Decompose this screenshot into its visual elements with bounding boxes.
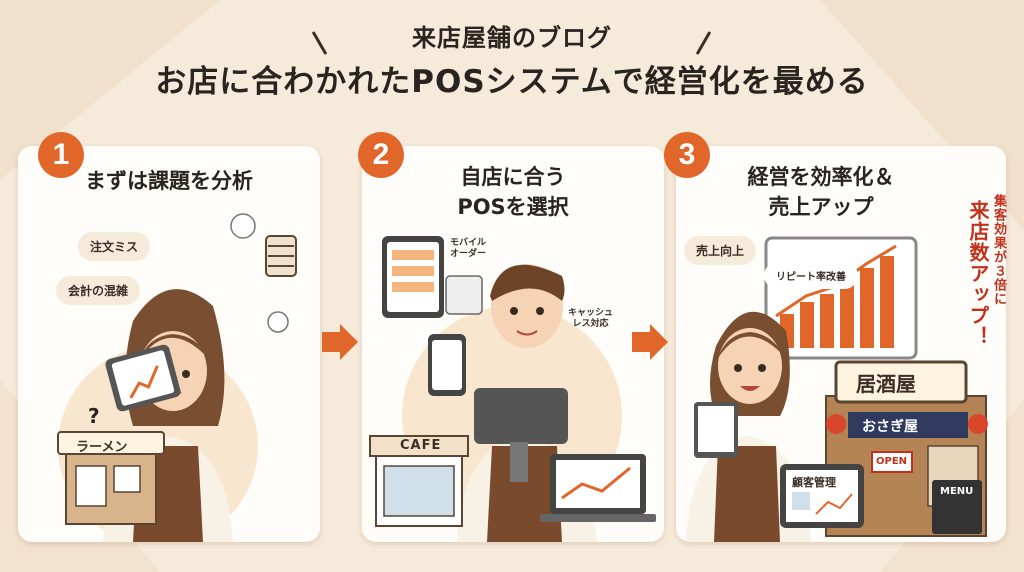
open-sign: OPEN (876, 456, 908, 467)
cashless-label-line2: レス対応 (572, 319, 609, 329)
sales-up-bubble: 売上向上 (684, 236, 757, 265)
issue-bubble-checkout-congestion: 会計の混雑 (56, 276, 141, 305)
step-2-title-line1: 自店に合う (460, 165, 566, 189)
step-card-2: 自店に合う POSを選択 モバイル オ (362, 146, 664, 542)
izakaya-sign: 居酒屋 (856, 372, 916, 396)
pos-selection-illustration (369, 236, 656, 542)
analysis-illustration (57, 213, 297, 542)
callout-visits-up: 来店数アップ！ (966, 200, 990, 347)
step-3-title-line2: 売上アップ (768, 195, 874, 219)
customer-management-label: 顧客管理 (792, 476, 836, 489)
step-card-1: まずは課題を分析 注文ミス 会計の混雑 ? ラーメン (18, 146, 320, 542)
page-headline: お店に合わかれたPOSシステムで経営化を最める (155, 64, 869, 100)
menu-board: MENU (940, 486, 974, 497)
step-2-title-line2: POSを選択 (457, 195, 569, 219)
mobile-order-label-line2: オーダー (450, 249, 487, 259)
step-card-3: 経営を効率化＆ 売上アップ (676, 146, 1006, 542)
ramen-shop-sign: ラーメン (76, 440, 128, 455)
question-mark-icon: ? (88, 404, 100, 428)
cashless-label: キャッシュ レス対応 (568, 308, 613, 330)
noren-curtain: おさぎ屋 (862, 419, 918, 435)
cashless-label-line1: キャッシュ (568, 308, 614, 318)
mobile-order-label-line1: モバイル (450, 238, 487, 248)
cafe-sign: CAFE (400, 438, 442, 453)
arrow-right-icon (322, 324, 358, 360)
blog-title: 来店屋舗のブログ (412, 24, 612, 52)
step-1-title: まずは課題を分析 (85, 169, 253, 193)
repeat-rate-bubble: リピート率改善 (764, 262, 858, 289)
step-3-title-line1: 経営を効率化＆ (747, 165, 895, 189)
arrow-right-icon (632, 324, 668, 360)
header: 来店屋舗のブログ お店に合わかれたPOSシステムで経営化を最める (0, 20, 1024, 104)
step-badge-3: 3 (664, 132, 710, 178)
issue-bubble-order-mistake: 注文ミス (78, 232, 151, 261)
callout-customer-effect: 集客効果が３倍に (991, 194, 1006, 306)
step-badge-2: 2 (358, 132, 404, 178)
growth-illustration (686, 236, 988, 542)
step-badge-1: 1 (38, 132, 84, 178)
mobile-order-label: モバイル オーダー (450, 238, 486, 260)
